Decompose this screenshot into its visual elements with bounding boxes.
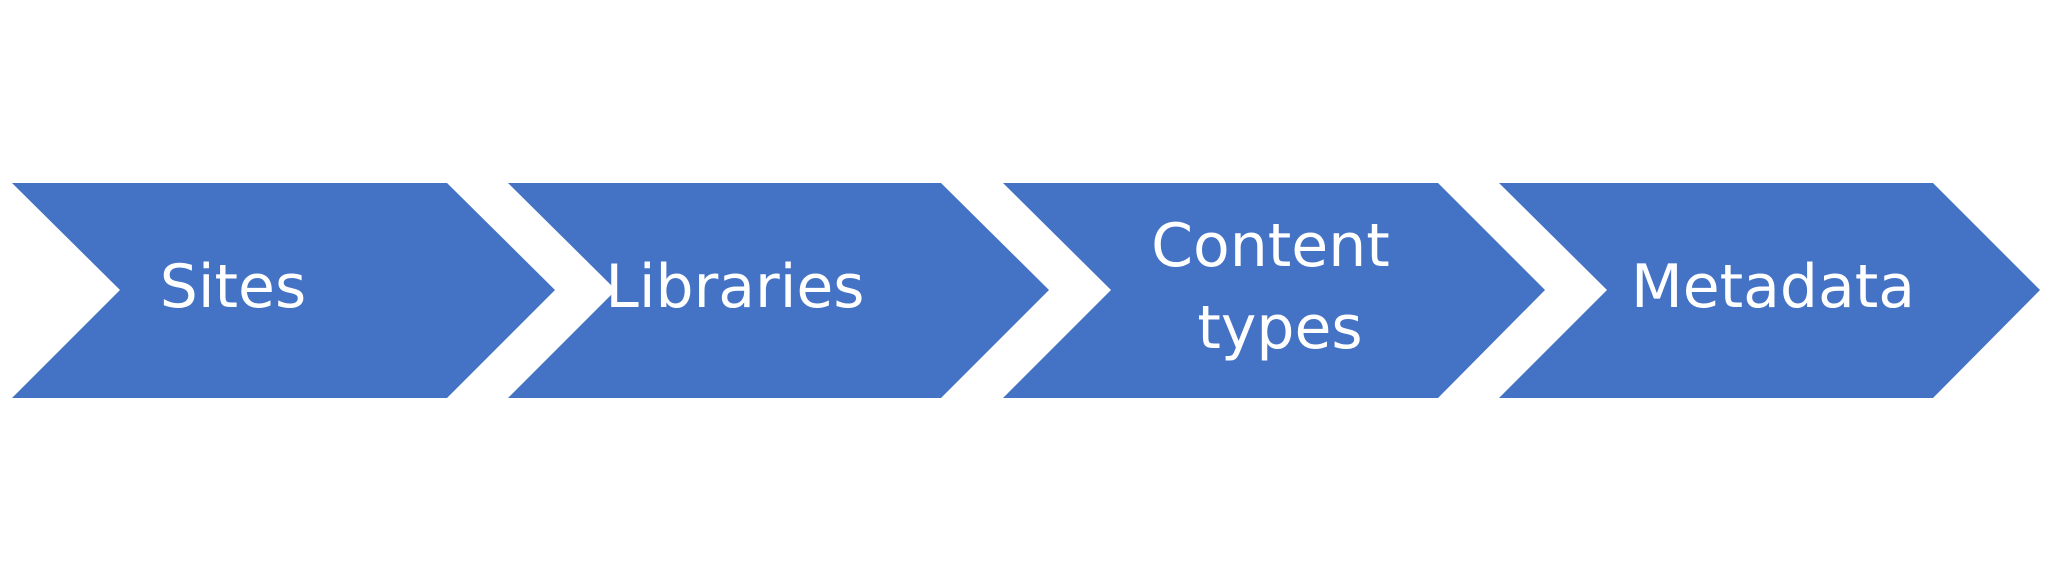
step-label-sites: Sites — [160, 252, 306, 322]
chevron-shape — [12, 183, 555, 398]
step-label-line: Sites — [160, 252, 306, 322]
chevron-shape — [508, 183, 1049, 398]
chevron-step-libraries: Libraries — [508, 183, 1049, 398]
step-label-line: Metadata — [1631, 252, 1915, 322]
step-label-line: Libraries — [605, 252, 864, 322]
step-label-metadata: Metadata — [1631, 252, 1915, 322]
chevron-shape — [1499, 183, 2040, 398]
step-label-libraries: Libraries — [605, 252, 864, 322]
step-label-line: Content — [1151, 211, 1390, 281]
step-label-content-types: Content types — [1151, 211, 1409, 363]
chevron-step-content-types: Content types — [1003, 183, 1545, 398]
chevron-shape — [1003, 183, 1545, 398]
chevron-step-metadata: Metadata — [1499, 183, 2040, 398]
chevron-step-sites: Sites — [12, 183, 555, 398]
step-label-line: types — [1197, 293, 1362, 363]
